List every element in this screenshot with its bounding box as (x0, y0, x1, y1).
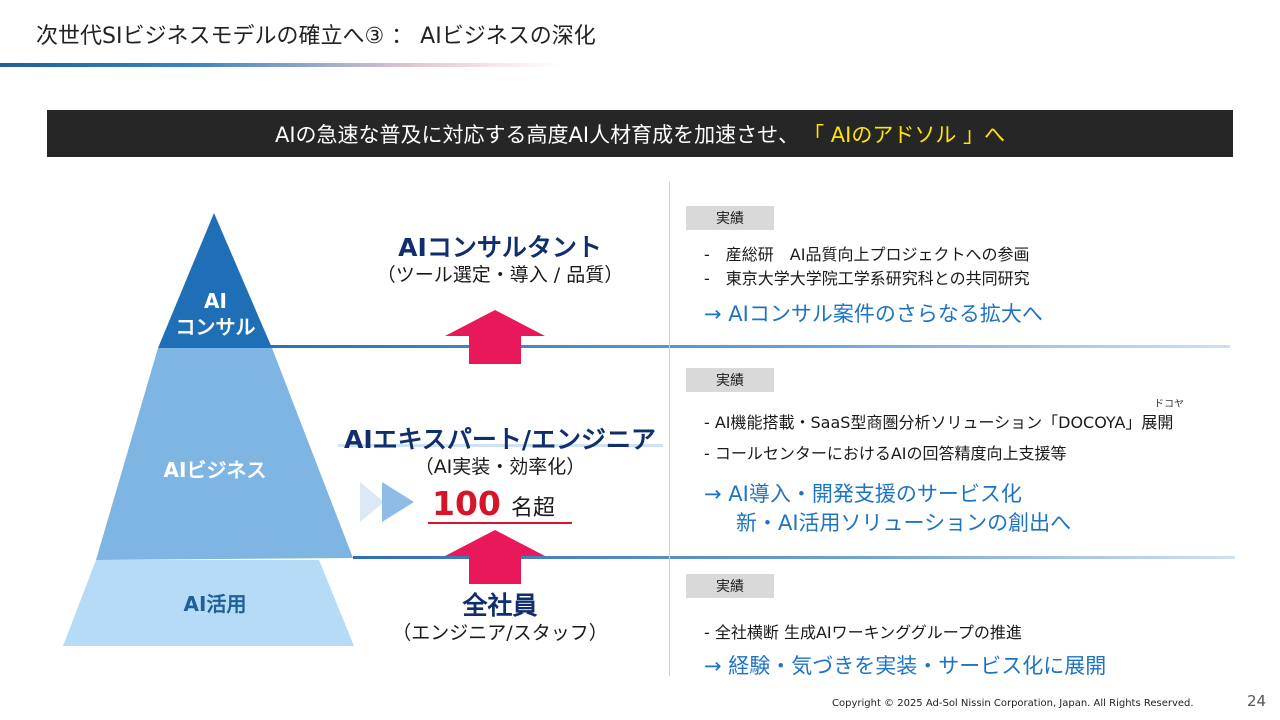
pyramid-label-top-line2: コンサル (175, 315, 256, 339)
page-number: 24 (1247, 692, 1267, 710)
result-outcome-line2: 新・AI活用ソリューションの創出へ (736, 511, 1072, 535)
role-title-consultant: AIコンサルタント (398, 233, 602, 262)
banner-highlight: 「 AIのアドソル 」へ (803, 122, 1006, 147)
role-sub-expert: （AI実装・効率化） (414, 456, 586, 478)
page-title: 次世代SIビジネスモデルの確立へ③ ： AIビジネスの深化 (36, 24, 596, 49)
headcount-number: 100 (432, 484, 501, 523)
role-sub-consultant: （ツール選定・導入 / 品質） (376, 264, 624, 286)
pyramid-tier-bottom (63, 560, 354, 646)
role-title-expert: AIエキスパート/エンジニア (343, 425, 657, 454)
pyramid-tier-top (158, 213, 272, 348)
pyramid-label-top: AI コンサル (158, 288, 273, 340)
result-outcome: → 経験・気づきを実装・サービス化に展開 (704, 654, 1107, 678)
pyramid-tier-middle (96, 348, 353, 560)
pyramid-label-top-line1: AI (204, 289, 227, 313)
result-outcome: → AIコンサル案件のさらなる拡大へ (704, 302, 1043, 326)
up-arrow-icon (445, 530, 545, 584)
results-tag: 実績 (686, 368, 774, 392)
headcount-underline (428, 522, 572, 524)
headcount-unit: 名超 (511, 496, 556, 521)
results-tag: 実績 (686, 206, 774, 230)
role-sub-all-staff: （エンジニア/スタッフ） (392, 622, 608, 644)
result-bullet: - コールセンターにおけるAIの回答精度向上支援等 (704, 444, 1067, 463)
banner-text: AIの急速な普及に対応する高度AI人材育成を加速させ、 (274, 122, 800, 147)
result-bullet: - 全社横断 生成AIワーキンググループの推進 (704, 623, 1022, 642)
ruby-reading: ドコヤ (1154, 399, 1184, 410)
result-bullet: - AI機能搭載・SaaS型商圏分析ソリューション「DOCOYA」展開 (704, 413, 1174, 432)
chevron-right-icon (360, 482, 414, 522)
result-outcome: → AI導入・開発支援のサービス化 (704, 482, 1022, 506)
talent-pyramid (63, 213, 354, 646)
pyramid-label-middle: AIビジネス (163, 458, 267, 482)
title-underline (0, 63, 560, 67)
results-tag: 実績 (686, 574, 774, 598)
result-bullet: - 東京大学大学院工学系研究科との共同研究 (704, 269, 1030, 288)
copyright-text: Copyright © 2025 Ad-Sol Nissin Corporati… (832, 698, 1194, 709)
role-highlight-bar (338, 444, 663, 447)
vertical-divider (669, 182, 670, 676)
role-title-all-staff: 全社員 (462, 591, 538, 620)
pyramid-label-bottom: AI活用 (183, 592, 247, 616)
result-bullet: - 産総研 AI品質向上プロジェクトへの参画 (704, 245, 1030, 264)
up-arrow-icon (445, 310, 545, 364)
divider-line-top (270, 345, 1230, 348)
message-banner: AIの急速な普及に対応する高度AI人材育成を加速させ、 「 AIのアドソル 」へ (47, 110, 1233, 157)
divider-line-bottom (353, 556, 1235, 559)
